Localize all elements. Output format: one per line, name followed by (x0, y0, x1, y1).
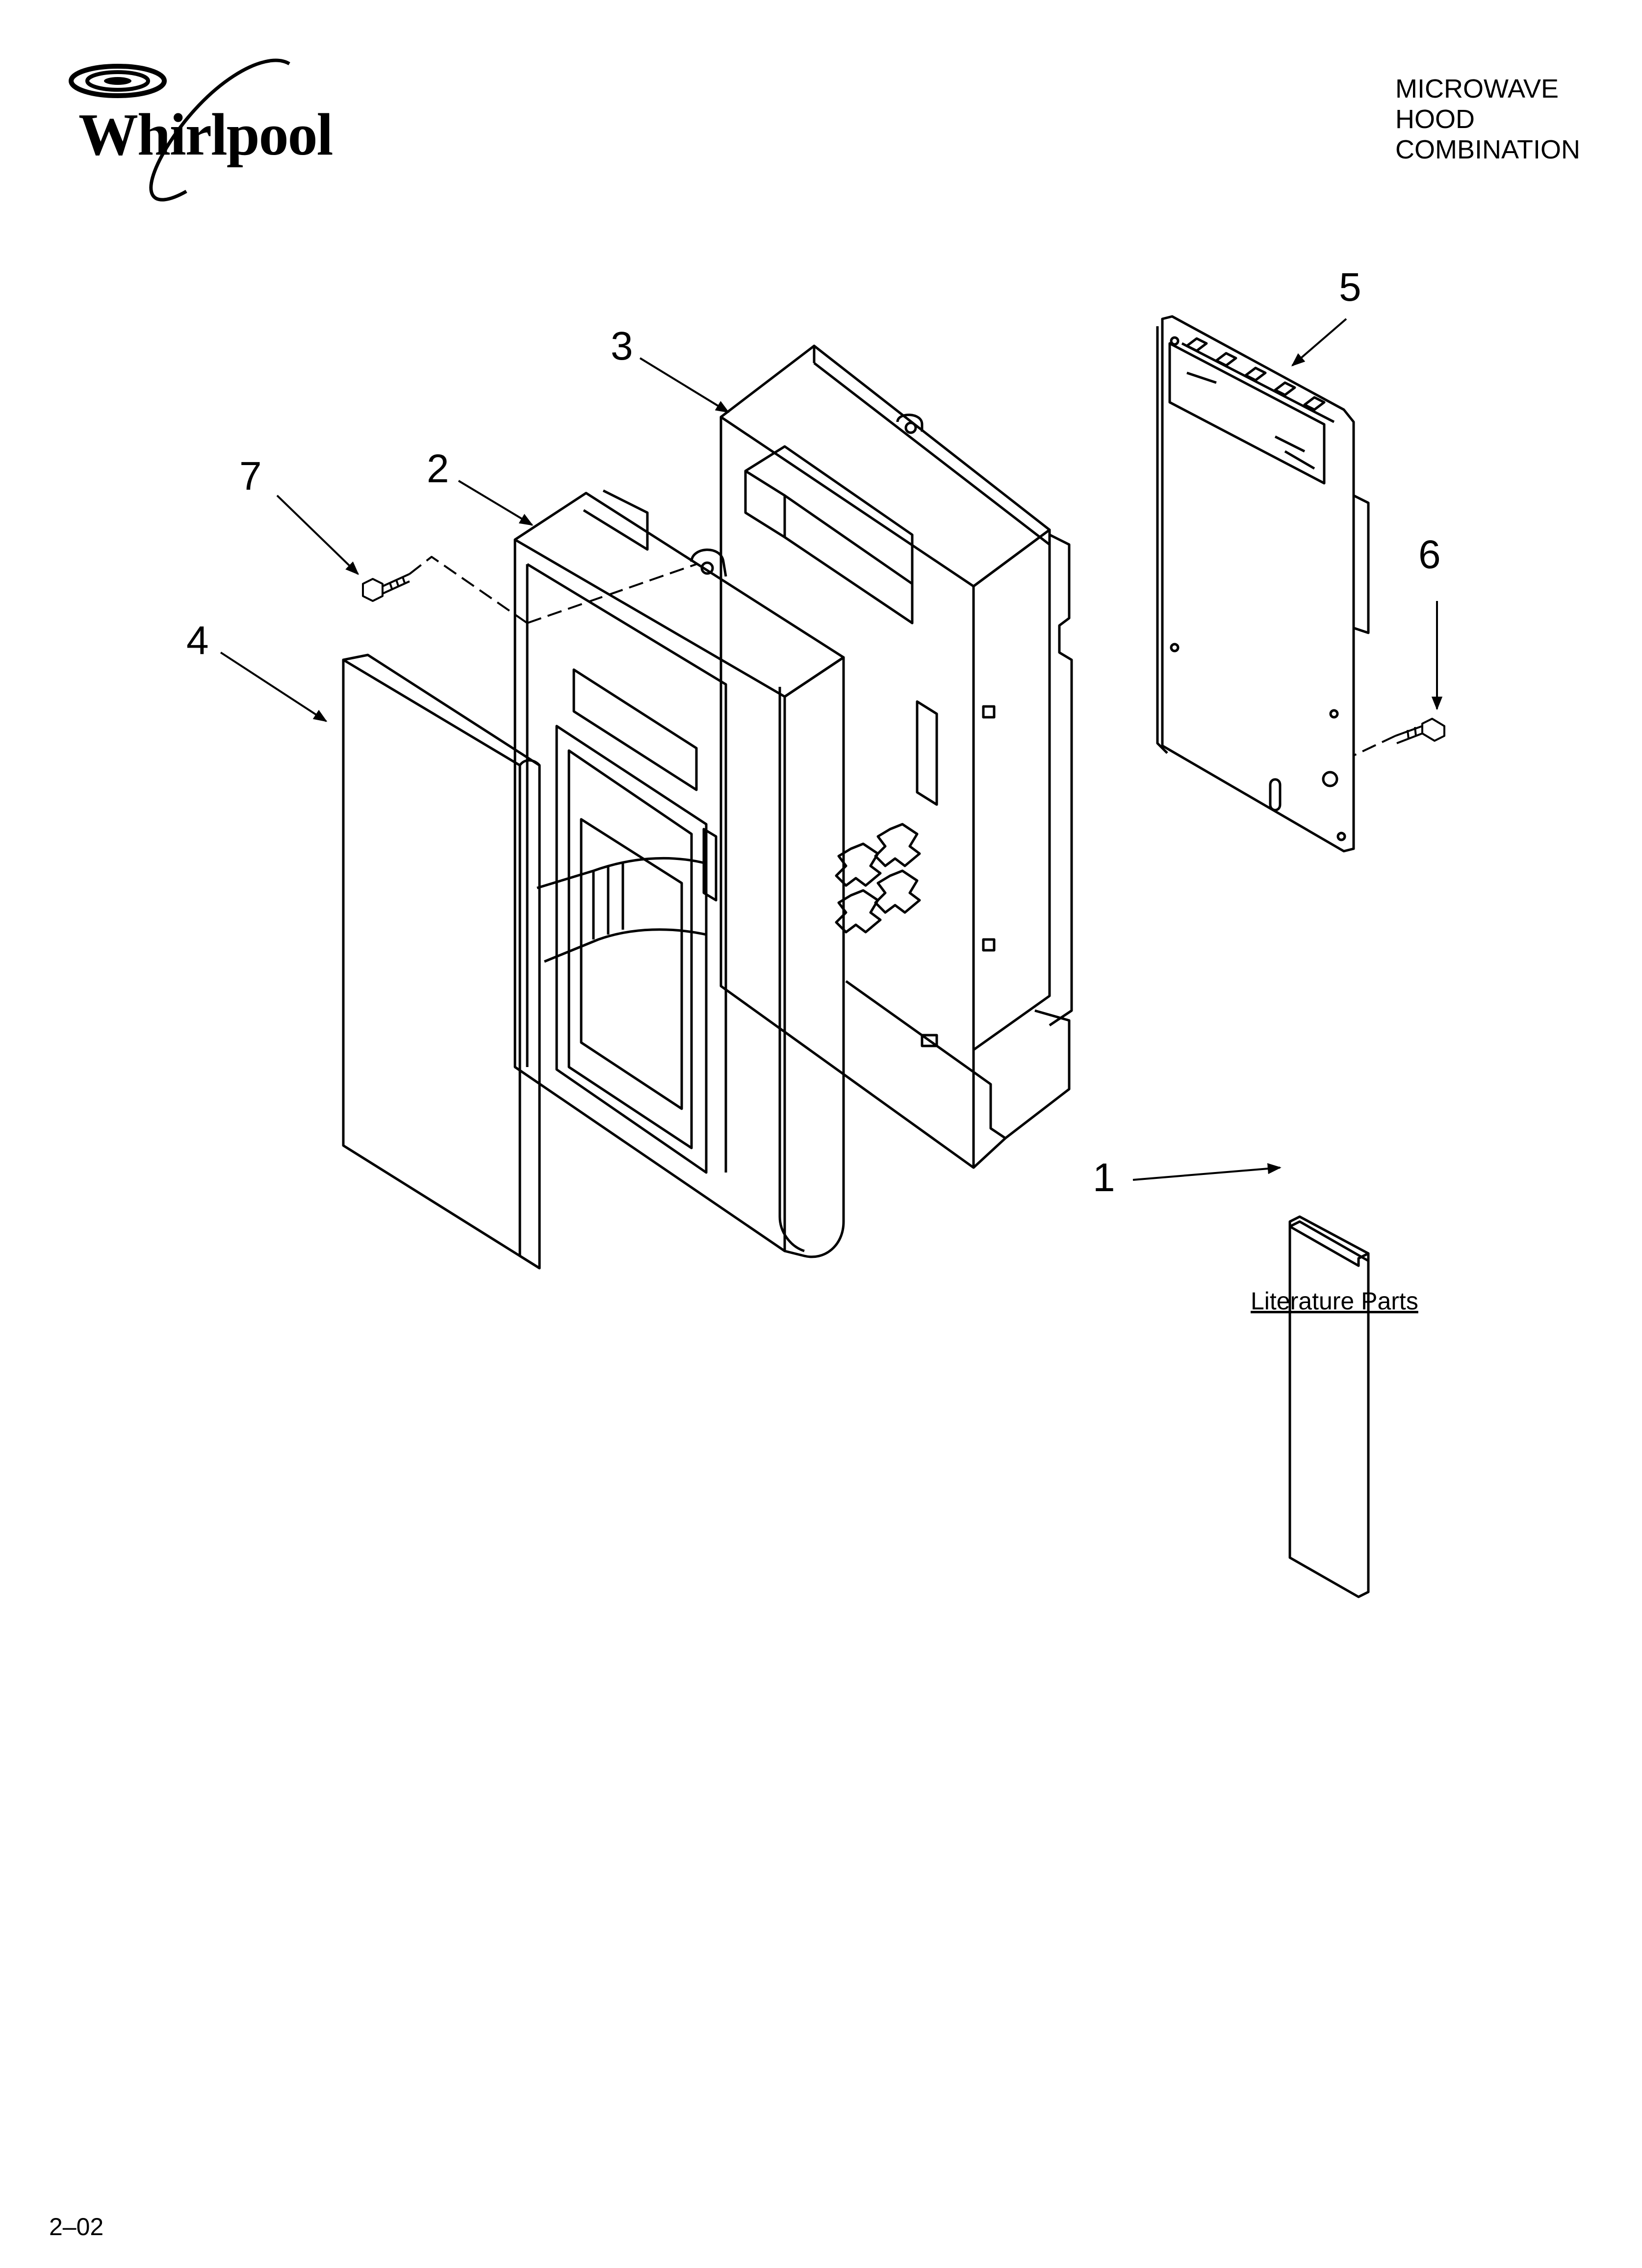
overlay-panel-part (342, 653, 541, 1270)
literature-booklet-part (1288, 1215, 1370, 1598)
callout-arrows (220, 318, 1443, 1181)
title-line-3: COMBINATION (1395, 135, 1580, 164)
callout-5: 5 (1339, 265, 1361, 310)
callout-7: 7 (239, 454, 262, 498)
literature-parts-label: Literature Parts (1251, 1287, 1418, 1315)
arrow-icon (458, 480, 534, 526)
arrow-icon (1132, 1163, 1282, 1181)
control-housing-part (719, 344, 1073, 1169)
callout-3: 3 (611, 324, 633, 368)
whirlpool-swirl-logo-icon (69, 58, 290, 202)
callout-1: 1 (1093, 1155, 1115, 1200)
assembly-guide-lines (409, 556, 1396, 756)
screw-icon (1395, 718, 1445, 744)
arrow-icon (639, 357, 730, 413)
screw-icon (362, 573, 410, 602)
arrow-icon (276, 495, 359, 575)
callout-2: 2 (427, 446, 449, 491)
page-footer-code: 2–02 (49, 2213, 104, 2241)
brand-name: Whirlpool (78, 102, 334, 168)
callout-6: 6 (1418, 532, 1441, 577)
arrow-icon (1291, 318, 1347, 366)
page-title: MICROWAVE HOOD COMBINATION (1395, 74, 1580, 165)
control-board-part (1156, 315, 1370, 853)
arrow-icon (220, 652, 328, 722)
control-panel-part (513, 489, 845, 1258)
callout-4: 4 (186, 618, 209, 663)
title-line-1: MICROWAVE (1395, 74, 1559, 104)
brand-logo: Whirlpool (59, 54, 343, 211)
title-line-2: HOOD (1395, 104, 1475, 134)
